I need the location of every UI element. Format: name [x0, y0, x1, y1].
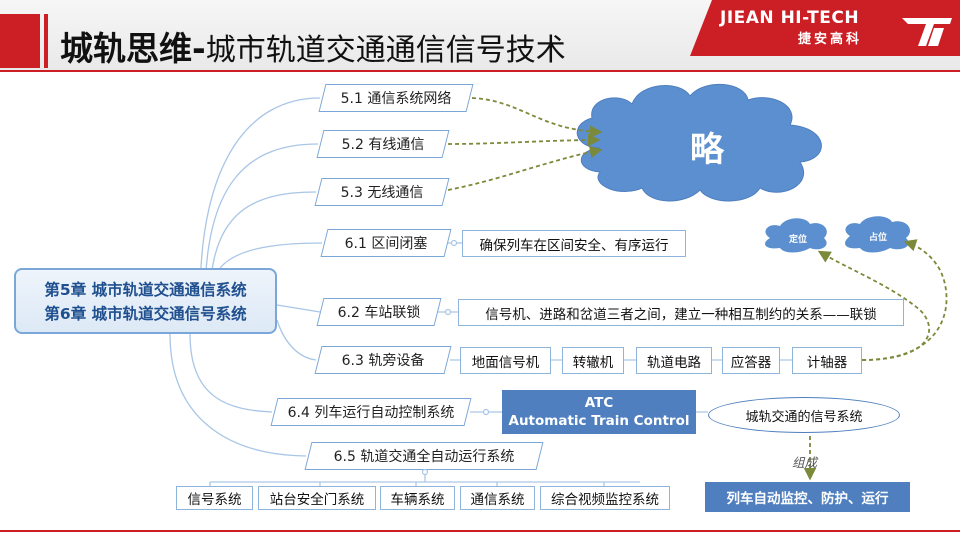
fao-item: 车辆系统: [380, 486, 455, 510]
auto-functions-box: 列车自动监控、防护、运行: [705, 482, 910, 512]
composition-label: 组成: [792, 455, 818, 470]
arrow-zhanwei: [861, 239, 948, 361]
logo-icon: [902, 18, 952, 46]
signal-system-ellipse: 城轨交通的信号系统: [708, 397, 900, 433]
fao-item: 信号系统: [176, 486, 253, 510]
page-title: 城轨思维-城市轨道交通通信信号技术: [60, 22, 566, 68]
node-6-3: 6.3 轨旁设备: [318, 346, 448, 374]
branch-line-65: [169, 333, 307, 457]
header-red-block: [0, 14, 40, 68]
fao-item: 综合视频监控系统: [540, 486, 670, 510]
header-divider: [0, 70, 960, 72]
node-6-4: 6.4 列车运行自动控制系统: [274, 398, 468, 426]
atc-box: ATC Automatic Train Control: [502, 390, 696, 434]
cloud-shape: [576, 83, 822, 202]
arrow-51-cloud: [471, 97, 603, 138]
logo-banner: [690, 0, 960, 56]
trackside-item: 地面信号机: [460, 347, 551, 374]
node-6-2: 6.2 车站联锁: [320, 298, 438, 326]
arrow-52-cloud: [447, 133, 601, 147]
arrow-53-cloud: [447, 145, 603, 191]
title-bold: 城轨思维-: [60, 29, 206, 68]
desc-6-1: 确保列车在区间安全、有序运行: [462, 230, 686, 257]
trackside-item: 转辙机: [562, 347, 624, 374]
central-topic: 第5章 城市轨道交通通信系统 第6章 城市轨道交通信号系统: [14, 268, 277, 334]
central-topic-line1: 第5章 城市轨道交通通信系统: [44, 281, 247, 299]
fao-item: 站台安全门系统: [258, 486, 376, 510]
trackside-item: 应答器: [722, 347, 780, 374]
trackside-item: 计轴器: [792, 347, 862, 374]
small-cloud-label-2: 占位: [869, 233, 888, 243]
logo-text-en: JIEAN HI-TECH: [720, 8, 860, 28]
small-cloud-label-1: 定位: [789, 235, 808, 245]
fao-item: 通信系统: [460, 486, 535, 510]
node-5-3: 5.3 无线通信: [318, 178, 446, 206]
branch-line-51: [199, 97, 321, 301]
node-6-5: 6.5 轨道交通全自动运行系统: [308, 442, 540, 470]
branch-line-62: [276, 304, 321, 313]
trackside-item: 轨道电路: [636, 347, 712, 374]
atc-subtitle: Automatic Train Control: [508, 413, 690, 429]
small-cloud-2: [845, 216, 911, 253]
small-cloud-1: [765, 218, 827, 253]
connector-65-fao: [209, 470, 640, 486]
branch-line-63: [276, 319, 317, 361]
node-5-2: 5.2 有线通信: [320, 130, 446, 158]
branch-line-64: [189, 333, 273, 413]
branch-line-52: [204, 143, 319, 301]
footer-divider: [0, 530, 960, 532]
header-red-stripe: [44, 14, 48, 68]
branch-line-61: [219, 242, 323, 269]
desc-6-2: 信号机、进路和岔道三者之间，建立一种相互制约的关系——联锁: [458, 299, 904, 326]
central-topic-line2: 第6章 城市轨道交通信号系统: [44, 305, 247, 323]
node-6-1: 6.1 区间闭塞: [324, 229, 448, 257]
atc-title: ATC: [584, 395, 614, 411]
cloud-label: 略: [690, 130, 724, 170]
title-rest: 城市轨道交通通信信号技术: [205, 33, 566, 68]
logo-text-cn: 捷安高科: [798, 32, 863, 47]
node-5-1: 5.1 通信系统网络: [322, 84, 470, 112]
